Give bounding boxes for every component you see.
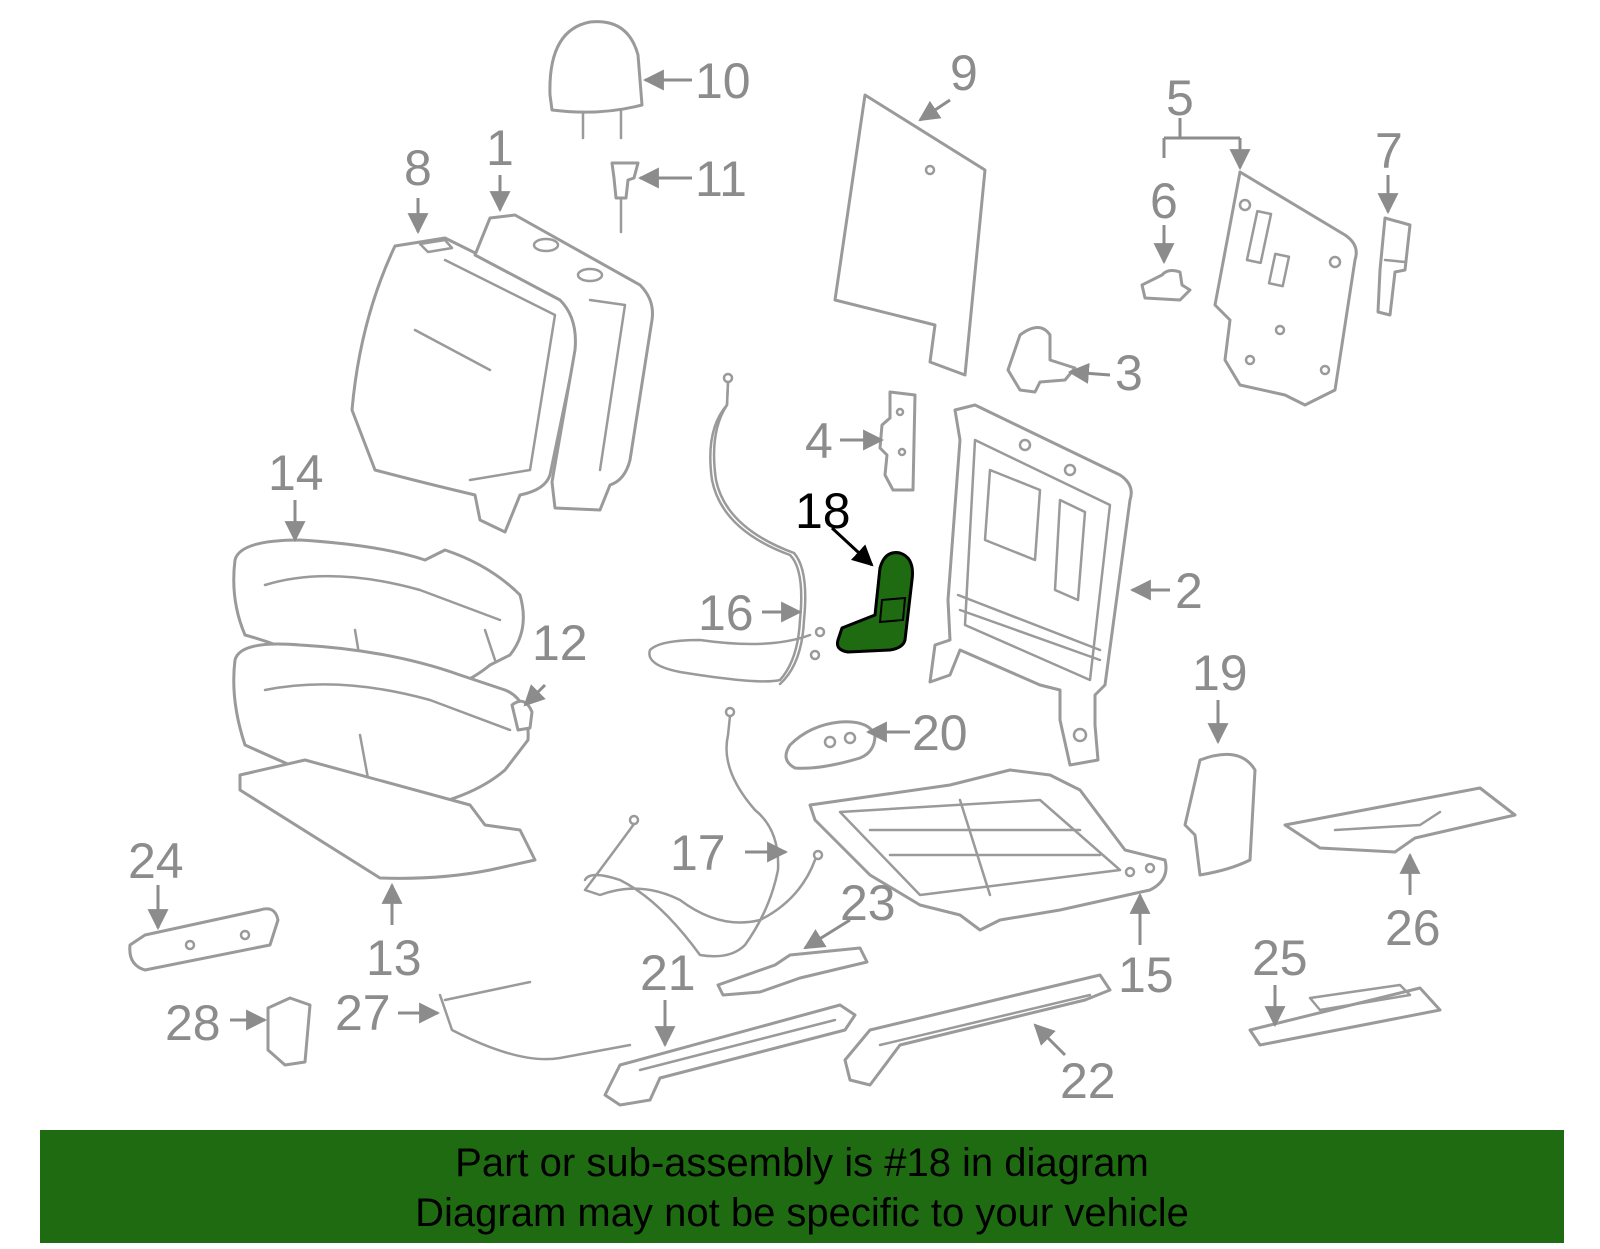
part-11-guide[interactable]	[610, 161, 640, 234]
part-28-bracket[interactable]	[266, 996, 312, 1067]
label-28: 28	[165, 995, 221, 1051]
label-16: 16	[698, 585, 754, 641]
label-1: 1	[486, 120, 514, 176]
banner-line-2: Diagram may not be specific to your vehi…	[415, 1191, 1189, 1235]
part-17-cable[interactable]	[583, 706, 824, 958]
label-22: 22	[1060, 1053, 1116, 1109]
label-24: 24	[128, 833, 184, 889]
label-11: 11	[695, 151, 747, 207]
label-17: 17	[670, 825, 726, 881]
label-15: 15	[1118, 947, 1174, 1003]
part-26-mat[interactable]	[1283, 786, 1517, 854]
label-27: 27	[335, 985, 391, 1041]
label-21: 21	[640, 945, 696, 1001]
part-15-seat-frame[interactable]	[808, 768, 1168, 932]
part-10-headrest[interactable]	[548, 20, 644, 140]
label-26: 26	[1385, 900, 1441, 956]
part-16-release-cable[interactable]	[648, 372, 826, 686]
part-1-seatback-assembly[interactable]	[473, 213, 654, 512]
leader-arrows	[147, 69, 1421, 1057]
label-3: 3	[1115, 345, 1143, 401]
label-6: 6	[1150, 173, 1178, 229]
label-20: 20	[912, 705, 968, 761]
banner-line-1: Part or sub-assembly is #18 in diagram	[455, 1141, 1149, 1185]
part-19-side-cover[interactable]	[1183, 752, 1257, 877]
label-19: 19	[1192, 645, 1248, 701]
part-25-mat[interactable]	[1248, 983, 1442, 1047]
part-9-back-board[interactable]	[833, 93, 987, 377]
part-8-seatback-cover[interactable]	[350, 236, 581, 534]
part-6-clip[interactable]	[1140, 269, 1192, 302]
part-2-seatback-frame[interactable]	[928, 403, 1133, 767]
label-10: 10	[695, 53, 751, 109]
part-18-highlighted-cover[interactable]	[836, 551, 914, 654]
info-banner: Part or sub-assembly is #18 in diagram D…	[40, 1130, 1564, 1243]
label-18: 18	[795, 483, 851, 539]
label-4: 4	[805, 413, 833, 469]
label-12: 12	[532, 615, 588, 671]
callout-labels: 10 11 8 1 9 5 6 7 3 4 18 2 16 14 12 20 1…	[128, 45, 1441, 1109]
label-8: 8	[404, 140, 432, 196]
label-7: 7	[1375, 123, 1403, 179]
part-21-seat-track[interactable]	[603, 1003, 857, 1107]
label-14: 14	[268, 445, 324, 501]
label-25: 25	[1252, 930, 1308, 986]
label-13: 13	[366, 930, 422, 986]
part-22-seat-track[interactable]	[843, 973, 1112, 1087]
part-13-cushion-assembly[interactable]	[232, 642, 537, 880]
part-27-wire[interactable]	[438, 980, 632, 1061]
part-23-rail-cover[interactable]	[716, 946, 869, 997]
part-3-recliner-handle[interactable]	[1006, 326, 1077, 394]
label-23: 23	[840, 875, 896, 931]
label-9: 9	[950, 45, 978, 101]
part-4-bracket[interactable]	[878, 390, 917, 492]
part-20-handle[interactable]	[784, 720, 877, 770]
label-2: 2	[1175, 563, 1203, 619]
part-24-cover[interactable]	[128, 907, 280, 972]
part-7-latch[interactable]	[1376, 216, 1412, 317]
part-5-back-panel[interactable]	[1213, 170, 1358, 407]
parts-diagram: 10 11 8 1 9 5 6 7 3 4 18 2 16 14 12 20 1…	[128, 20, 1517, 1109]
label-5: 5	[1166, 70, 1194, 126]
